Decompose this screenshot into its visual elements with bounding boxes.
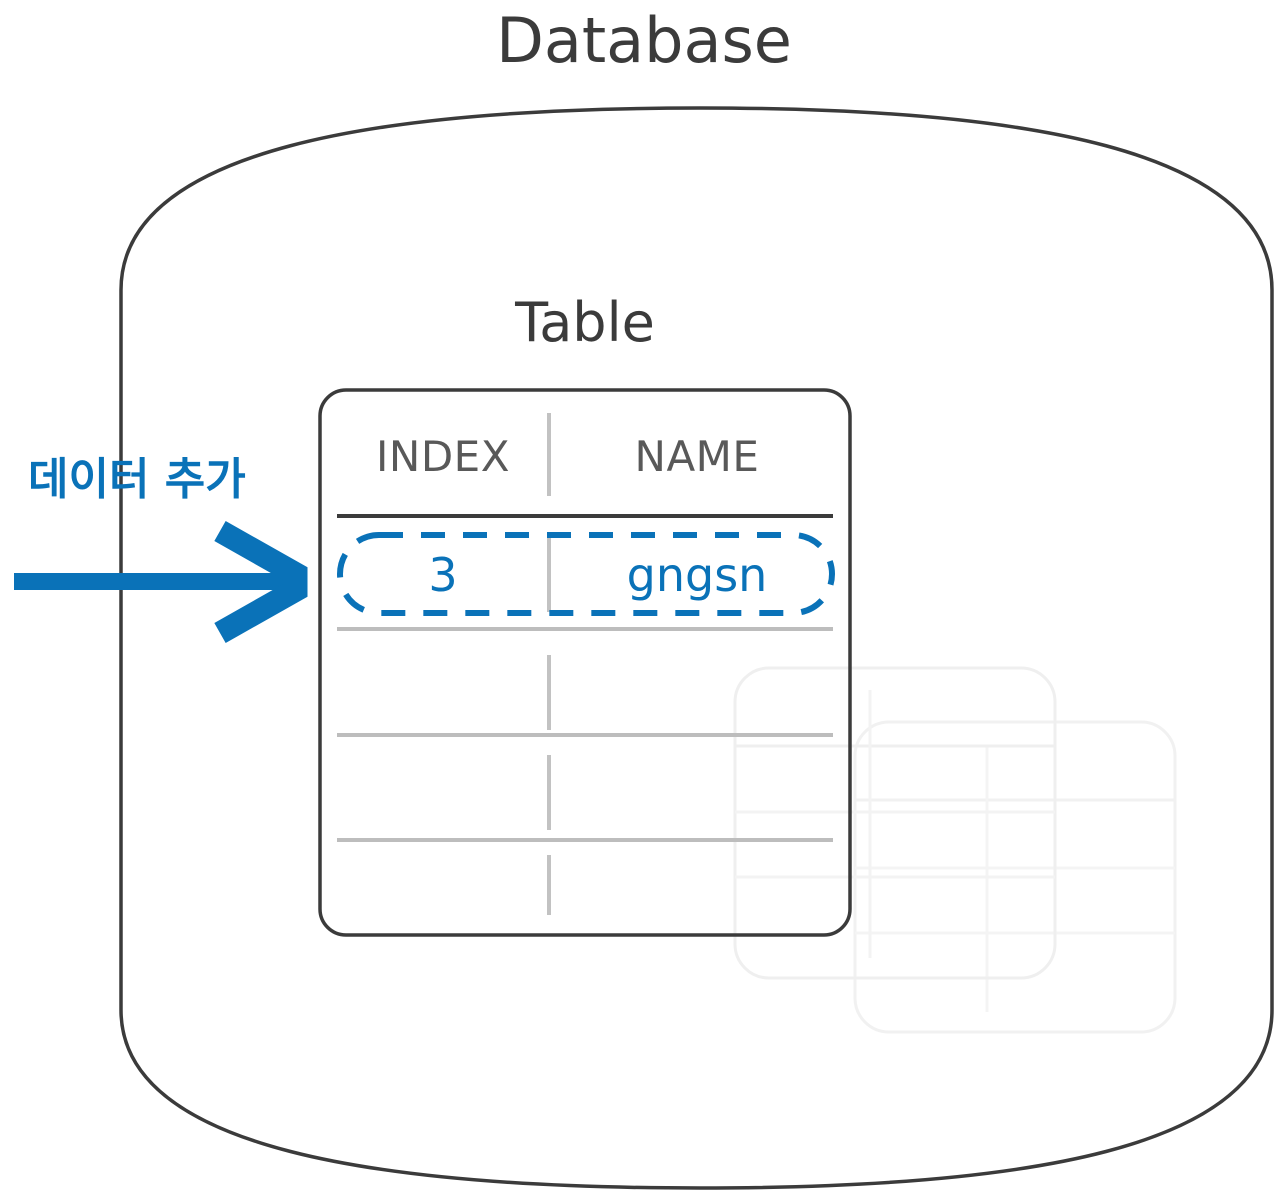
add-data-label: 데이터 추가 <box>28 454 246 505</box>
database-cylinder-outline <box>119 106 1274 1190</box>
arrow-head <box>214 520 308 644</box>
table-frame <box>318 388 852 937</box>
add-data-arrow <box>14 520 308 644</box>
table-header-name: NAME <box>634 432 760 481</box>
database-title: Database <box>496 4 792 77</box>
table-row-rules <box>337 627 833 842</box>
table-cell-index: 3 <box>428 548 458 602</box>
new-row-highlight <box>337 532 835 616</box>
table-title: Table <box>515 291 655 354</box>
table-header-index: INDEX <box>376 432 510 481</box>
arrow-shaft <box>14 573 295 590</box>
ghost-table-front-frame <box>733 666 1057 980</box>
ghost-table-front <box>733 666 1057 980</box>
table-cell-name: gngsn <box>626 548 768 602</box>
